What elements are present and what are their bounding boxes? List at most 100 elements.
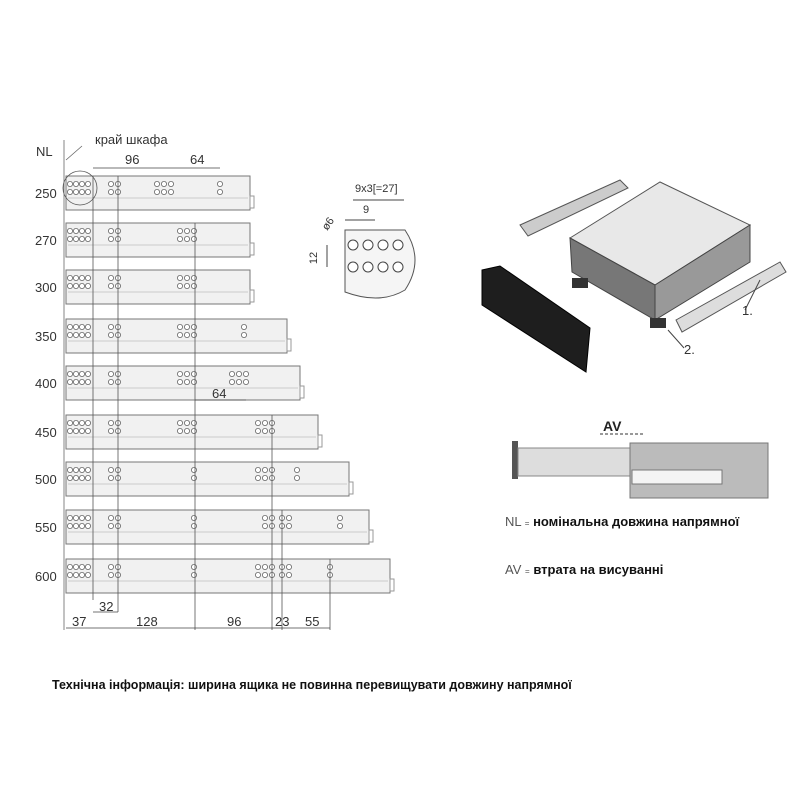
mounting-hole [108,274,115,281]
slide-end-stop [317,434,323,448]
mounting-hole [235,378,242,385]
slide-length-label: 400 [35,376,57,391]
mounting-hole [67,474,74,481]
mounting-hole [73,427,80,434]
mounting-hole [261,427,268,434]
drawer-front-edge [512,441,518,479]
slide-end-stop [368,529,374,543]
slide-body [65,318,288,354]
mounting-hole [108,427,115,434]
slide-body [65,269,251,305]
mounting-hole [176,227,183,234]
mounting-hole [85,274,92,281]
slide-270 [65,222,255,258]
mounting-hole [85,466,92,473]
top-dim-64: 64 [190,152,205,167]
mounting-hole [190,572,197,579]
slide-end-stop [249,195,255,209]
mounting-hole [190,419,197,426]
mounting-hole [79,378,86,385]
detail-row-spacing: 12 [308,251,321,265]
slide-350 [65,318,292,354]
mounting-hole [108,370,115,377]
drawer-profile [517,447,639,477]
detail-hole [392,261,404,273]
mounting-hole [73,474,80,481]
slide-body [65,414,319,450]
mounting-hole [108,188,115,195]
mounting-hole [285,515,292,522]
mounting-hole [108,466,115,473]
detail-hole [377,261,389,273]
slide-length-label: 350 [35,329,57,344]
mounting-hole [285,564,292,571]
mounting-hole [108,180,115,187]
mounting-hole [108,523,115,530]
slide-end-stop [249,289,255,303]
cabinet-edge-label: край шкафа [95,132,168,147]
mounting-hole [67,282,74,289]
mounting-hole [176,274,183,281]
nl-header: NL [36,144,53,159]
mounting-hole [285,572,292,579]
mounting-hole [160,188,167,195]
mounting-hole [85,282,92,289]
mounting-hole [73,466,80,473]
mounting-hole [73,370,80,377]
mounting-hole [190,227,197,234]
slide-end-stop [286,338,292,352]
mid-dim-64: 64 [212,386,227,401]
mounting-hole [254,466,261,473]
mounting-hole [183,235,190,242]
legend-av: AV = втрата на висуванні [505,562,663,577]
mounting-hole [79,466,86,473]
mounting-hole [79,515,86,522]
mounting-hole [67,235,74,242]
mounting-hole [73,378,80,385]
slide-length-label: 270 [35,233,57,248]
mounting-hole [85,474,92,481]
mounting-hole [254,572,261,579]
mounting-hole [73,331,80,338]
top-dim-96: 96 [125,152,140,167]
detail-hole [347,261,359,273]
mounting-hole [67,188,74,195]
mounting-hole [176,427,183,434]
legend-nl: NL = номінальна довжина напрямної [505,514,739,529]
mounting-hole [79,274,86,281]
mounting-hole [167,180,174,187]
mounting-hole [79,370,86,377]
mounting-hole [254,474,261,481]
slide-end-stop [249,242,255,256]
mounting-hole [73,235,80,242]
mounting-hole [242,370,249,377]
mounting-hole [261,515,268,522]
slide-end-stop [389,578,395,592]
mounting-hole [167,188,174,195]
slide-length-label: 550 [35,520,57,535]
mounting-hole [73,180,80,187]
mounting-hole [261,474,268,481]
extension-loss-diagram [512,433,769,499]
mounting-hole [261,564,268,571]
mounting-hole [176,323,183,330]
mounting-hole [85,370,92,377]
mounting-hole [67,323,74,330]
mounting-hole [67,331,74,338]
mounting-hole [73,419,80,426]
mounting-hole [190,235,197,242]
slide-400 [65,365,305,401]
mounting-hole [190,274,197,281]
bottom-dim-32: 32 [99,599,114,614]
bottom-dim-23: 23 [275,614,290,629]
locking-device [572,278,588,288]
mounting-hole [79,419,86,426]
mounting-hole [73,523,80,530]
mounting-hole [67,227,74,234]
mounting-hole [108,564,115,571]
mounting-hole [85,180,92,187]
mounting-hole [79,474,86,481]
mounting-hole [183,419,190,426]
mounting-hole [176,235,183,242]
mounting-hole [85,419,92,426]
